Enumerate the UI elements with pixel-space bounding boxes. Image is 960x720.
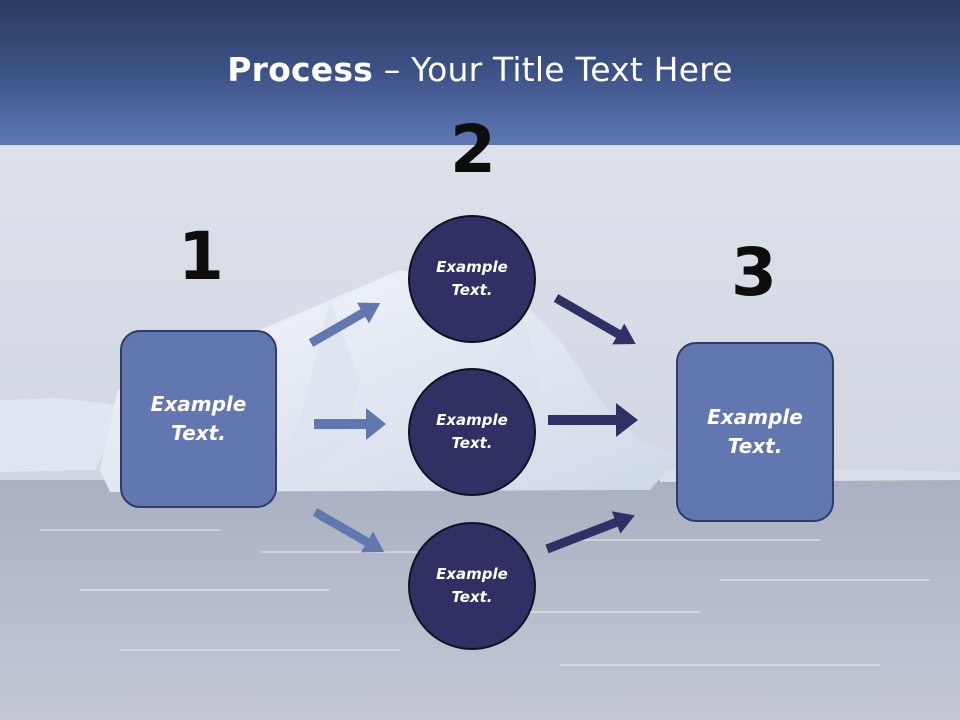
process-circle-bottom: Example Text. bbox=[408, 522, 536, 650]
slide-title: Process – Your Title Text Here bbox=[0, 50, 960, 89]
step-number-2: 2 bbox=[450, 111, 496, 188]
step-number-1: 1 bbox=[178, 218, 224, 295]
step-number-3: 3 bbox=[731, 234, 777, 311]
title-bold: Process bbox=[227, 50, 374, 89]
arrow-left-to-bottom bbox=[312, 508, 385, 553]
process-box-left: Example Text. bbox=[120, 330, 277, 508]
process-circle-middle: Example Text. bbox=[408, 368, 536, 496]
process-box-right-text: Example Text. bbox=[707, 405, 803, 458]
arrow-left-to-middle bbox=[314, 408, 386, 440]
process-box-right: Example Text. bbox=[676, 342, 834, 522]
arrow-middle-to-right bbox=[548, 403, 638, 437]
process-box-left-text: Example Text. bbox=[150, 392, 247, 445]
process-circle-top: Example Text. bbox=[408, 215, 536, 343]
process-circle-bottom-text: Example Text. bbox=[436, 565, 508, 606]
arrow-top-to-right bbox=[553, 294, 636, 345]
title-bar bbox=[0, 0, 960, 145]
title-rest: – Your Title Text Here bbox=[373, 50, 733, 89]
arrow-bottom-to-right bbox=[545, 511, 635, 554]
process-circle-middle-text: Example Text. bbox=[436, 411, 508, 452]
process-circle-top-text: Example Text. bbox=[436, 258, 508, 299]
arrow-left-to-top bbox=[308, 302, 381, 347]
